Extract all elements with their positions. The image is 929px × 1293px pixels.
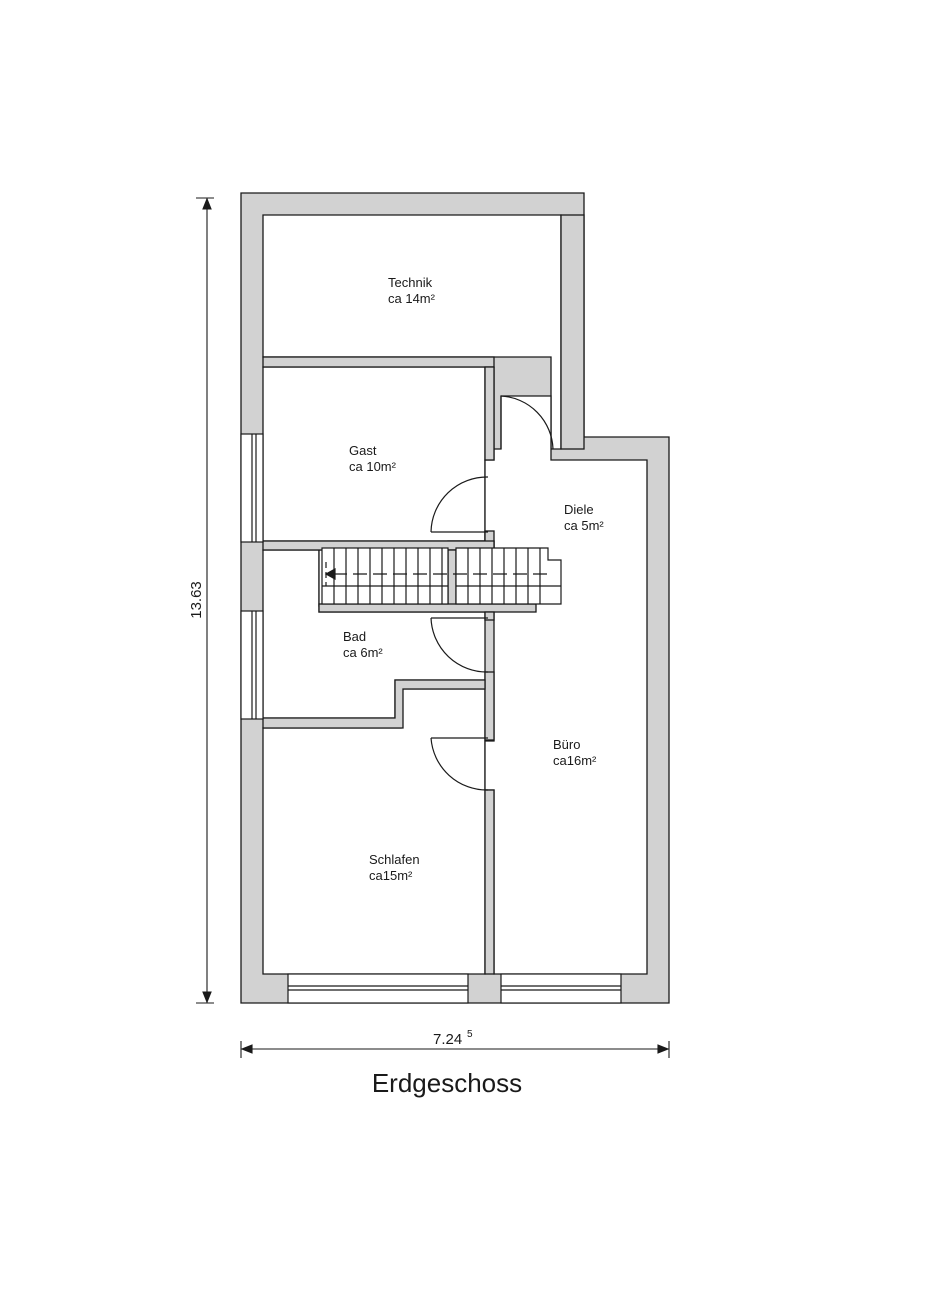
room-area-diele: ca 5m² <box>564 518 604 533</box>
wall-schlafen-buero <box>484 789 495 975</box>
wall-stair-divider <box>447 549 457 607</box>
stair-direction-arrow <box>324 562 548 586</box>
stair-run-right <box>455 547 562 605</box>
room-label-gast: Gast <box>349 443 377 458</box>
room-label-diele: Diele <box>564 502 594 517</box>
dimension-horizontal <box>240 1041 670 1058</box>
room-area-buero: ca16m² <box>553 753 597 768</box>
door-gast <box>430 476 489 533</box>
room-label-schlafen: Schlafen <box>369 852 420 867</box>
dimension-vertical <box>196 197 214 1004</box>
room-area-gast: ca 10m² <box>349 459 397 474</box>
doors <box>430 395 554 791</box>
window-gast <box>240 433 264 543</box>
room-area-technik: ca 14m² <box>388 291 436 306</box>
room-diele-buero-floor <box>318 367 648 975</box>
room-labels: Technik ca 14m² Gast ca 10m² Diele ca 5m… <box>343 275 604 883</box>
room-schlafen-floor <box>262 688 486 975</box>
room-label-buero: Büro <box>553 737 580 752</box>
door-bad <box>430 617 489 673</box>
room-area-schlafen: ca15m² <box>369 868 413 883</box>
room-label-bad: Bad <box>343 629 366 644</box>
window-buero <box>500 973 622 1004</box>
wall-gast-diele <box>484 366 495 461</box>
windows <box>240 433 622 1004</box>
room-area-bad: ca 6m² <box>343 645 383 660</box>
wall-stair-bottom <box>318 603 537 613</box>
wall-technik-gast <box>262 356 495 368</box>
stair-run-left <box>321 547 449 605</box>
dimension-vertical-label: 13.63 <box>188 581 205 619</box>
window-schlafen <box>287 973 469 1004</box>
dimension-horizontal-superscript: 5 <box>467 1029 473 1040</box>
wall-bad-schlafen <box>262 679 486 729</box>
door-technik <box>500 395 554 450</box>
wall-bad-buero <box>484 611 495 621</box>
inner-walls <box>262 214 585 975</box>
plan-title: Erdgeschoss <box>372 1068 522 1098</box>
window-bad <box>240 610 264 720</box>
wall-bad-buero-lower <box>484 671 495 741</box>
door-schlafen <box>430 737 489 791</box>
room-interiors <box>262 214 648 975</box>
wall-technik-right <box>560 214 585 450</box>
room-label-technik: Technik <box>388 275 433 290</box>
dimension-horizontal-label: 7.24 <box>433 1031 462 1048</box>
staircase <box>321 547 562 605</box>
